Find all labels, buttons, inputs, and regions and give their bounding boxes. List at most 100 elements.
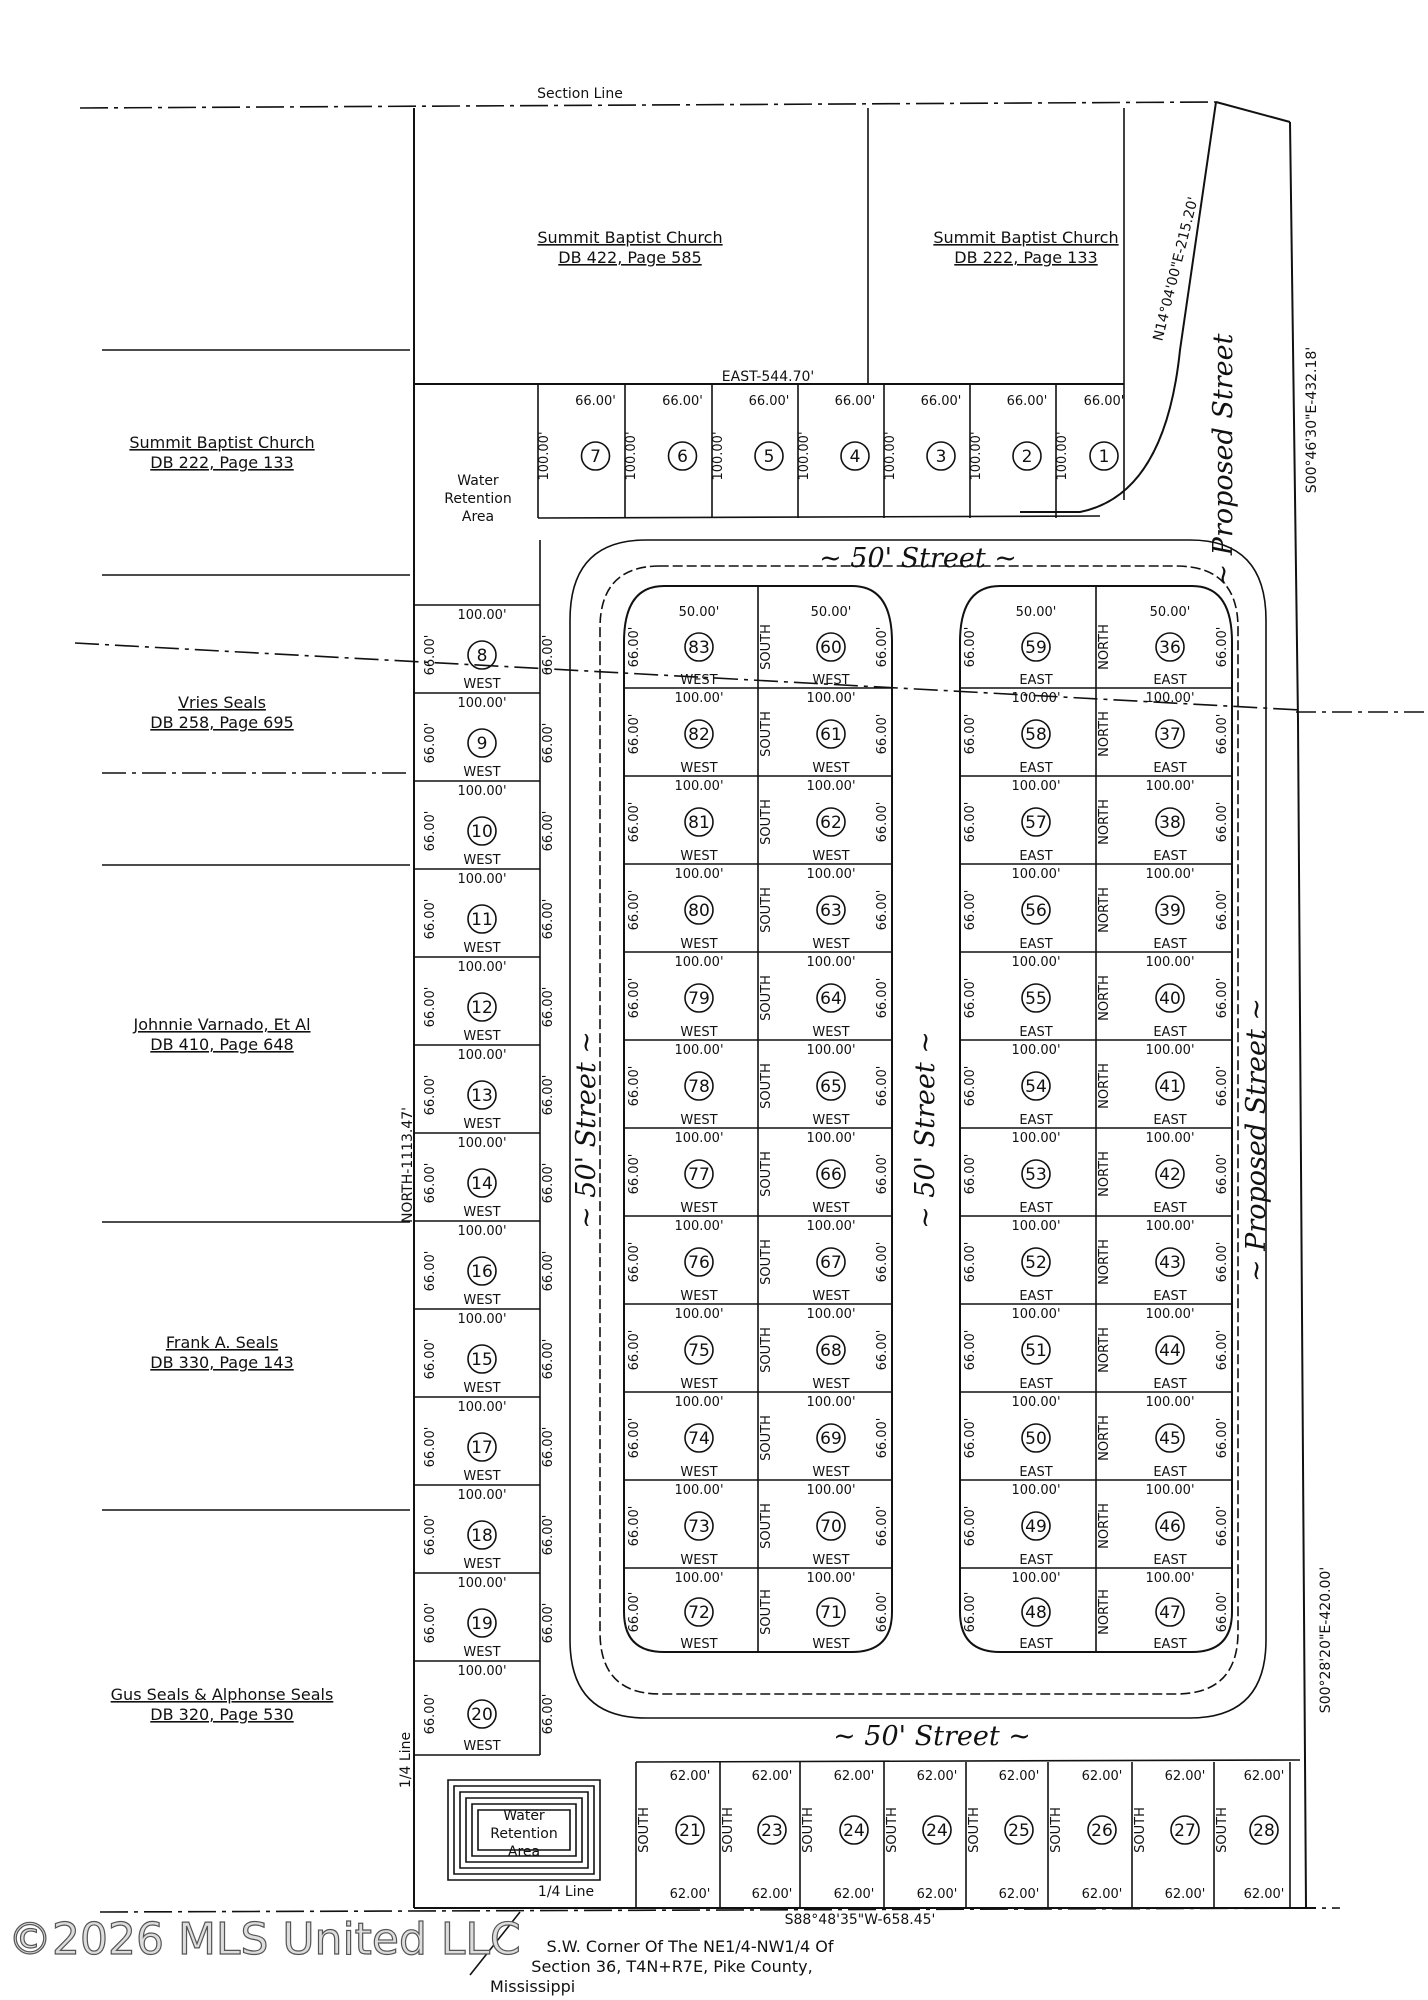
lot-number: 66 [820,1165,842,1185]
lot-dimension: 100.00' [457,1488,506,1503]
lot-dimension: 66.00' [1215,1154,1230,1195]
lot-dimension: 100.00' [806,1307,855,1322]
frontage-label: SOUTH [801,1807,816,1853]
lot-dimension: 100.00' [457,960,506,975]
lot-dimension: 66.00' [1215,1066,1230,1107]
lot-circle [1021,1071,1051,1101]
lot-circle [816,1423,846,1453]
lot-dimension: 66.00' [875,978,890,1019]
lot-dimension: 100.00' [1011,1219,1060,1234]
lot-circle [1021,983,1051,1013]
frontage-label: EAST [1019,1113,1052,1128]
lot-dimension: 66.00' [875,627,890,668]
boundary-ne-label: N14°04'00"E-215.20' [1150,195,1201,342]
frontage-label: NORTH [1097,799,1112,845]
lot-dimension: 66.00' [423,1515,438,1556]
lot-circle [467,1256,497,1286]
lot-number: 12 [471,998,493,1018]
frontage-label: NORTH [1097,1589,1112,1635]
frontage-label: EAST [1019,761,1052,776]
lot-number: 28 [1253,1821,1275,1841]
frontage-label: WEST [680,761,717,776]
lot-dimension: 66.00' [963,1330,978,1371]
frontage-label: SOUTH [759,887,774,933]
lot-number: 9 [477,734,488,754]
lot-dimension: 100.00' [1145,691,1194,706]
lot-circle [467,640,497,670]
lot-dimension: 66.00' [963,1592,978,1633]
frontage-label: WEST [463,941,500,956]
frontage-label: EAST [1019,1289,1052,1304]
lot-circle [1155,1335,1185,1365]
lot-dimension: 66.00' [627,1154,642,1195]
frontage-label: WEST [812,1113,849,1128]
frontage-label: NORTH [1097,1503,1112,1549]
lot-circle [1089,441,1119,471]
lot-dimension: 100.00' [457,1312,506,1327]
lot-dimension: 62.00' [917,1769,958,1784]
lot-circle [816,1511,846,1541]
lot-circle [816,1335,846,1365]
lot-dimension: 100.00' [457,1136,506,1151]
lot-number: 83 [688,638,710,658]
lot-dimension: 100.00' [674,1043,723,1058]
lot-circle [1155,1247,1185,1277]
owner-deed-church-2: DB 222, Page 133 [954,248,1097,267]
lot-number: 36 [1159,638,1181,658]
lot-dimension: 66.00' [921,394,962,409]
adjoining-owner-deed: DB 258, Page 695 [150,713,293,732]
lot-dimension: 100.00' [883,431,898,480]
lot-number: 16 [471,1262,493,1282]
mls-watermark: ©2026 MLS United LLC [8,1914,521,1965]
lot-dimension: 100.00' [806,1219,855,1234]
lot-number: 64 [820,989,842,1009]
lot-dimension: 100.00' [806,955,855,970]
lot-dimension: 66.00' [541,1163,556,1204]
frontage-label: SOUTH [759,1151,774,1197]
frontage-label: EAST [1019,1025,1052,1040]
lot-circle [816,719,846,749]
legal-line-3: Mississippi [490,1977,575,1996]
frontage-label: EAST [1153,937,1186,952]
lot-circle [1155,1423,1185,1453]
lot-number: 60 [820,638,842,658]
retention-label-2: Retention [444,491,512,507]
lot-number: 75 [688,1341,710,1361]
east-boundary [1289,121,1307,1909]
lot-dimension: 100.00' [1011,867,1060,882]
lot-number: 8 [477,646,488,666]
retention-label-3: Area [462,509,494,525]
frontage-label: WEST [812,761,849,776]
lot-number: 51 [1025,1341,1047,1361]
lot-dimension: 66.00' [1215,890,1230,931]
lot-dimension: 66.00' [835,394,876,409]
frontage-label: WEST [680,1553,717,1568]
lot-dimension: 66.00' [627,1592,642,1633]
lot-dimension: 66.00' [423,987,438,1028]
frontage-label: EAST [1153,1289,1186,1304]
boundary-east-upper-label: S00°46'30"E-432.18' [1304,347,1320,493]
lot-number: 6 [677,447,688,467]
frontage-label: NORTH [1097,1415,1112,1461]
lot-dimension: 66.00' [963,714,978,755]
owner-deed-church-1: DB 422, Page 585 [558,248,701,267]
lot-circle [684,1247,714,1277]
frontage-label: WEST [812,937,849,952]
adjoining-owner-deed: DB 222, Page 133 [150,453,293,472]
owner-name-church-2: Summit Baptist Church [933,228,1118,247]
frontage-label: EAST [1153,1201,1186,1216]
frontage-label: EAST [1019,1465,1052,1480]
lot-circle [816,1247,846,1277]
lot-circle [816,983,846,1013]
lot-dimension: 100.00' [457,608,506,623]
lot-number: 76 [688,1253,710,1273]
lot-dimension: 100.00' [806,779,855,794]
frontage-label: WEST [812,1201,849,1216]
lot-dimension: 100.00' [457,1664,506,1679]
lot-dimension: 100.00' [457,1400,506,1415]
frontage-label: EAST [1153,1637,1186,1652]
lot-dimension: 66.00' [875,802,890,843]
lot-circle [684,807,714,837]
frontage-label: SOUTH [759,1327,774,1373]
lot-number: 5 [764,447,775,467]
